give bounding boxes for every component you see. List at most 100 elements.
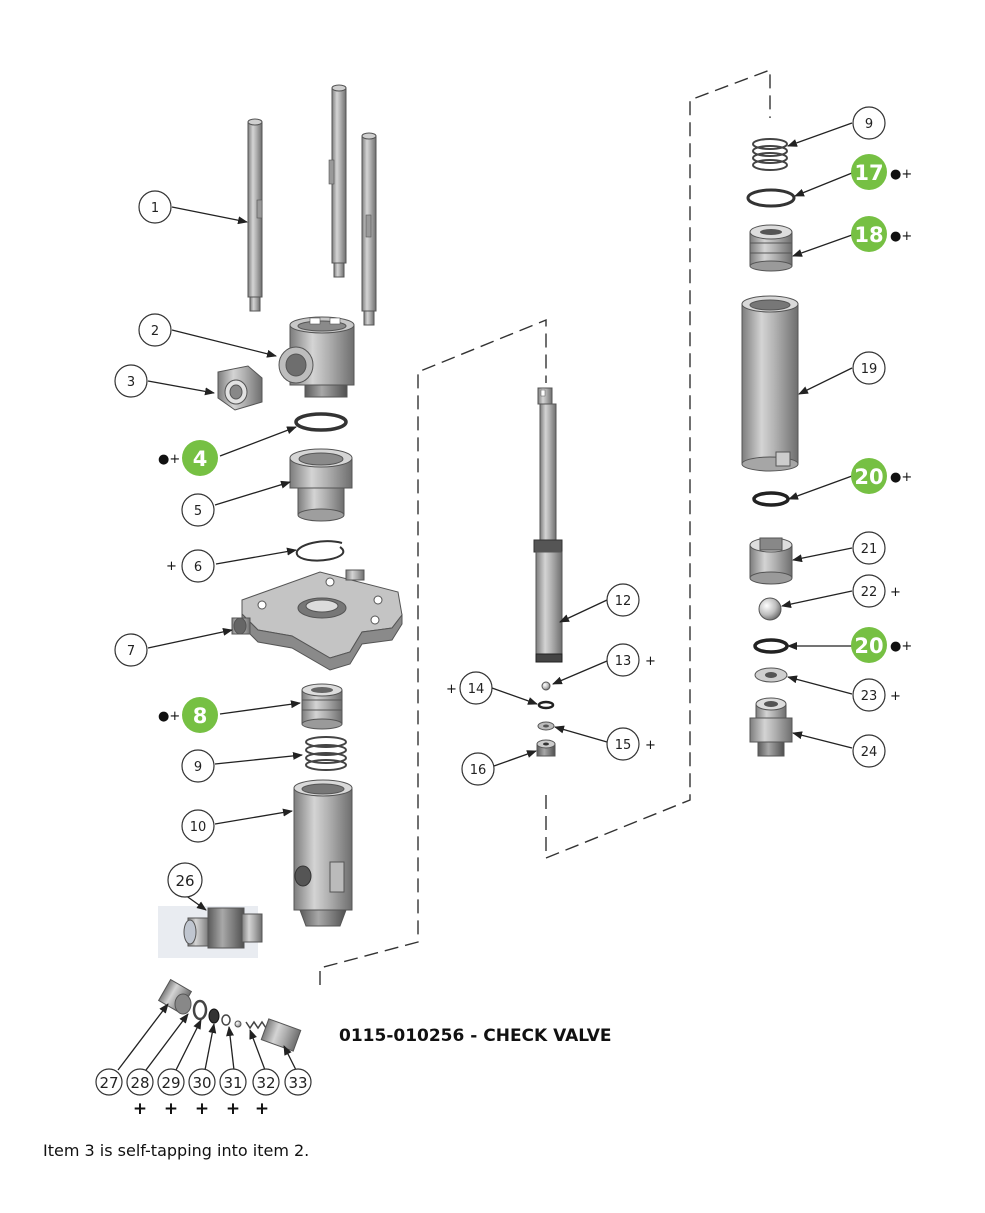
part-plunger-12 [533,387,563,663]
callout-label: 26 [175,872,194,890]
mark-dot-plus-20-upper: ●+ [890,470,912,485]
mark-dot-plus-8: ●+ [158,709,180,724]
callout-22: 22 [852,574,886,608]
callout-label: 28 [130,1074,149,1092]
mark-plus-28: + [133,1099,147,1119]
callout-label: 29 [161,1074,180,1092]
callout-label: 14 [468,682,485,697]
callout-16: 16 [461,752,495,786]
callout-6: 6 [181,549,215,583]
part-fitting-24 [749,697,793,757]
callout-32: 32 [252,1068,280,1096]
callout-13: 13 [606,643,640,677]
callout-33: 33 [284,1068,312,1096]
mark-plus-6: + [166,559,177,574]
callout-8-highlight: 8 [182,697,218,733]
callout-label: 16 [470,763,487,778]
callout-label: 21 [861,542,878,557]
callout-label: 10 [190,820,207,835]
mark-plus-29: + [164,1099,178,1119]
callout-19: 19 [852,351,886,385]
callout-9-left: 9 [181,749,215,783]
callout-21: 21 [852,531,886,565]
part-check-valve-small [157,978,302,1052]
mark-dot-plus-20-lower: ●+ [890,639,912,654]
mark-plus-30: + [195,1099,209,1119]
mark-dot-plus-18: ●+ [890,229,912,244]
part-housing [278,316,355,398]
callout-28: 28 [126,1068,154,1096]
callout-7: 7 [114,633,148,667]
part-seat-21 [749,537,793,585]
callout-label: 20 [854,634,883,658]
part-sleeve-19 [741,295,799,472]
callout-label: 32 [256,1074,275,1092]
callout-label: 5 [194,504,202,519]
callout-27: 27 [95,1068,123,1096]
callout-label: 6 [194,560,202,575]
callout-3: 3 [114,364,148,398]
callout-label: 15 [615,738,632,753]
part-manifold [231,569,403,671]
callout-label: 17 [854,161,883,185]
diagram-caption: 0115-010256 - CHECK VALVE [339,1026,612,1046]
assembly-note: Item 3 is self-tapping into item 2. [43,1141,310,1160]
callout-label: 9 [865,117,873,132]
part-ball-22 [758,597,782,621]
callout-label: 2 [151,324,159,339]
part-fitting-26 [158,906,263,958]
callout-4-highlight: 4 [182,440,218,476]
callout-12: 12 [606,583,640,617]
part-ball-13 [541,681,551,691]
part-oring-17 [746,188,796,208]
callout-label: 27 [99,1074,118,1092]
callout-1: 1 [138,190,172,224]
callout-label: 33 [288,1074,307,1092]
part-snap-ring [295,540,345,562]
part-seal-8 [301,683,343,730]
mark-plus-23: + [890,689,901,704]
assembly-dashed-lines [319,68,771,985]
part-nut [289,448,353,522]
callout-26: 26 [167,862,203,898]
mark-plus-13: + [645,654,656,669]
mark-plus-22: + [890,585,901,600]
part-spring-right [752,138,788,171]
callout-10: 10 [181,809,215,843]
callout-label: 18 [854,223,883,247]
callout-24: 24 [852,734,886,768]
callout-label: 20 [854,465,883,489]
callout-label: 9 [194,760,202,775]
callout-14: 14 [459,671,493,705]
callout-5: 5 [181,493,215,527]
callout-label: 13 [615,654,632,669]
callout-label: 4 [193,447,208,471]
callout-label: 22 [861,585,878,600]
callout-15: 15 [606,727,640,761]
part-nut-16 [536,739,556,757]
callout-label: 19 [861,362,878,377]
callout-label: 30 [192,1074,211,1092]
mark-plus-32: + [255,1099,269,1119]
mark-dot-plus-17: ●+ [890,167,912,182]
mark-plus-31: + [226,1099,240,1119]
part-oring-20-lower [753,638,789,654]
callout-29: 29 [157,1068,185,1096]
callout-label: 31 [223,1074,242,1092]
mark-plus-14: + [446,682,457,697]
part-washer-15 [537,721,555,731]
callout-label: 12 [615,594,632,609]
part-oring-4 [294,412,348,432]
callout-23: 23 [852,678,886,712]
part-oring-20-upper [752,491,790,507]
callout-20-upper-highlight: 20 [851,458,887,494]
callout-17-highlight: 17 [851,154,887,190]
part-washer-23 [754,667,788,683]
mark-plus-15: + [645,738,656,753]
part-bushing [217,365,263,411]
callout-label: 1 [151,201,159,216]
part-cylinder-10 [293,779,353,927]
callout-label: 24 [861,745,878,760]
callout-label: 3 [127,375,135,390]
part-rods [247,84,377,326]
